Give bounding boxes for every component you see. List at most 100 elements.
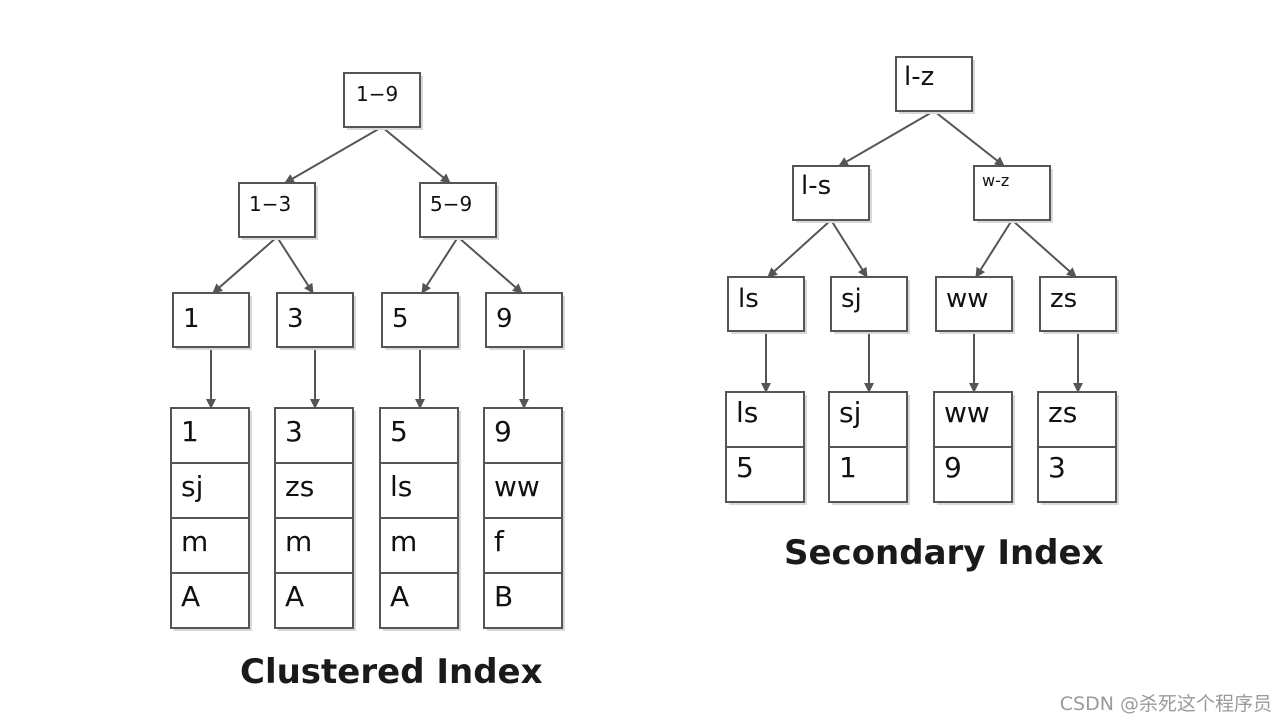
secondary-edge bbox=[830, 219, 868, 278]
secondary-internal-node-label: l-s bbox=[801, 171, 831, 201]
clustered-row-cell: ww bbox=[483, 462, 565, 521]
secondary-leaf-node-frame bbox=[935, 276, 1013, 332]
secondary-entry-cell: 9 bbox=[933, 446, 1015, 505]
clustered-row-cell: m bbox=[379, 517, 461, 576]
clustered-row-cell-label: zs bbox=[285, 470, 314, 503]
clustered-root-node-label: 1−9 bbox=[356, 82, 398, 106]
secondary-entry-cell-label: ww bbox=[944, 396, 990, 429]
clustered-row-cell: B bbox=[483, 572, 565, 631]
clustered-row-cell: 9 bbox=[483, 407, 565, 466]
secondary-entry-cell-frame bbox=[725, 446, 805, 503]
clustered-index-caption: Clustered Index bbox=[240, 652, 543, 692]
secondary-root-node-label: l-z bbox=[904, 62, 934, 92]
clustered-row-cell-frame bbox=[274, 517, 354, 574]
secondary-entry-cell-frame bbox=[1037, 391, 1117, 448]
secondary-internal-node-label: w-z bbox=[982, 171, 1009, 190]
secondary-entry-cell-label: 5 bbox=[736, 451, 754, 484]
clustered-row-cell: 1 bbox=[170, 407, 252, 466]
clustered-row-cell-label: 5 bbox=[390, 415, 408, 448]
secondary-leaf-node: ls bbox=[727, 276, 807, 334]
secondary-leaf-node-frame bbox=[727, 276, 805, 332]
clustered-row-cell-label: 3 bbox=[285, 415, 303, 448]
clustered-leaf-node-frame bbox=[381, 292, 459, 348]
secondary-entry-cell-label: ls bbox=[736, 396, 758, 429]
secondary-entry-cell-frame bbox=[828, 446, 908, 503]
secondary-entry-cell: 5 bbox=[725, 446, 807, 505]
clustered-row-cell: A bbox=[379, 572, 461, 631]
secondary-leaf-node: ww bbox=[935, 276, 1015, 334]
secondary-entry-cell-label: 3 bbox=[1048, 451, 1066, 484]
secondary-internal-node: l-s bbox=[792, 165, 872, 223]
clustered-row-cell-label: ls bbox=[390, 470, 412, 503]
watermark: CSDN @杀死这个程序员 bbox=[1059, 693, 1272, 715]
clustered-row-cell-label: ww bbox=[494, 470, 540, 503]
clustered-leaf-node-label: 1 bbox=[183, 304, 200, 334]
clustered-row-cell: sj bbox=[170, 462, 252, 521]
clustered-row-cell-frame bbox=[379, 572, 459, 629]
secondary-edge bbox=[1011, 219, 1077, 278]
clustered-leaf-node-label: 5 bbox=[392, 304, 409, 334]
clustered-internal-node-label: 1−3 bbox=[249, 192, 291, 216]
clustered-edge bbox=[212, 236, 278, 294]
clustered-row-cell-label: 1 bbox=[181, 415, 199, 448]
clustered-row-cell-frame bbox=[379, 407, 459, 464]
secondary-entry-cell-label: 1 bbox=[839, 451, 857, 484]
clustered-row-cell-label: m bbox=[285, 525, 312, 558]
secondary-edge bbox=[933, 110, 1005, 167]
secondary-entry-cell: ls bbox=[725, 391, 807, 450]
clustered-row-cell: zs bbox=[274, 462, 356, 521]
secondary-entry-cell-frame bbox=[828, 391, 908, 448]
clustered-row-cell: A bbox=[274, 572, 356, 631]
secondary-edge bbox=[767, 219, 832, 278]
clustered-row-cell: f bbox=[483, 517, 565, 576]
secondary-entry-cell: ww bbox=[933, 391, 1015, 450]
clustered-leaf-node-frame bbox=[485, 292, 563, 348]
clustered-leaf-node: 5 bbox=[381, 292, 461, 350]
clustered-row-cell: A bbox=[170, 572, 252, 631]
clustered-edge bbox=[276, 236, 314, 294]
clustered-row-cell-label: m bbox=[181, 525, 208, 558]
clustered-row-cell-label: A bbox=[285, 580, 304, 613]
clustered-row-cell-frame bbox=[274, 572, 354, 629]
clustered-row-cell-label: A bbox=[181, 580, 200, 613]
clustered-row-cell-frame bbox=[170, 407, 250, 464]
secondary-leaf-node-frame bbox=[830, 276, 908, 332]
clustered-row-cell-label: sj bbox=[181, 470, 203, 503]
clustered-root-node-frame bbox=[343, 72, 421, 128]
clustered-row-cell-frame bbox=[170, 572, 250, 629]
secondary-entry-cell-frame bbox=[933, 446, 1013, 503]
clustered-leaf-node: 9 bbox=[485, 292, 565, 350]
clustered-row-cell-label: m bbox=[390, 525, 417, 558]
clustered-row-cell-frame bbox=[379, 517, 459, 574]
clustered-leaf-node: 1 bbox=[172, 292, 252, 350]
secondary-leaf-node: zs bbox=[1039, 276, 1119, 334]
secondary-leaf-node-label: sj bbox=[841, 284, 862, 314]
secondary-leaf-node-label: ww bbox=[946, 284, 989, 314]
clustered-edge bbox=[457, 236, 523, 294]
clustered-row-cell: 5 bbox=[379, 407, 461, 466]
secondary-leaf-node: sj bbox=[830, 276, 910, 334]
clustered-row-cell-frame bbox=[170, 517, 250, 574]
clustered-row-cell: m bbox=[274, 517, 356, 576]
clustered-leaf-node-label: 9 bbox=[496, 304, 513, 334]
tree-edges bbox=[206, 110, 1083, 409]
clustered-row-cell: ls bbox=[379, 462, 461, 521]
secondary-edge bbox=[975, 219, 1013, 278]
clustered-row-cell: 3 bbox=[274, 407, 356, 466]
secondary-entry-cell-label: 9 bbox=[944, 451, 962, 484]
clustered-root-node: 1−9 bbox=[343, 72, 423, 130]
secondary-entry-cell: zs bbox=[1037, 391, 1119, 450]
secondary-internal-node-frame bbox=[792, 165, 870, 221]
secondary-entry-cell-label: sj bbox=[839, 396, 861, 429]
secondary-leaf-node-label: zs bbox=[1050, 284, 1077, 314]
clustered-internal-node-frame bbox=[419, 182, 497, 238]
secondary-edge bbox=[838, 110, 935, 167]
clustered-edge bbox=[284, 126, 383, 184]
clustered-leaf-node-label: 3 bbox=[287, 304, 304, 334]
secondary-entry-cell-frame bbox=[725, 391, 805, 448]
secondary-entry-cell: 3 bbox=[1037, 446, 1119, 505]
clustered-leaf-node-frame bbox=[172, 292, 250, 348]
secondary-internal-node-frame bbox=[973, 165, 1051, 221]
